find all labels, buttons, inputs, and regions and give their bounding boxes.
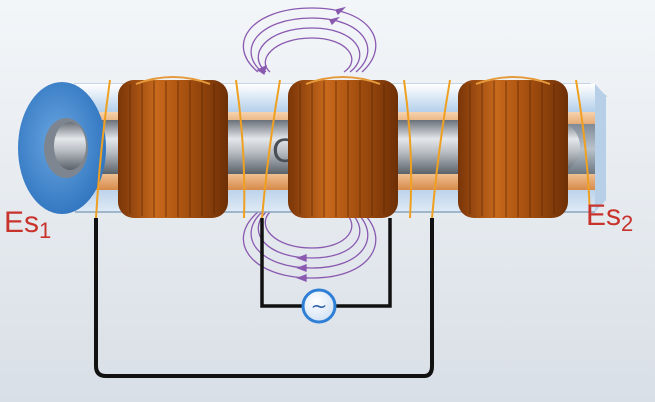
primary-circuit	[260, 218, 392, 308]
primary-coil	[118, 76, 228, 218]
secondary-coil-right	[458, 76, 568, 218]
label-es1: Es1	[4, 206, 51, 243]
left-end-cap	[18, 82, 106, 214]
label-es2-sub: 2	[621, 211, 633, 236]
label-es2: Es2	[586, 199, 633, 236]
coil-lead-wires	[95, 79, 591, 219]
label-es1-base: Es	[4, 206, 39, 239]
secondary-output-circuit	[94, 218, 434, 378]
secondary-coil-center	[288, 76, 398, 218]
label-es2-base: Es	[586, 199, 621, 232]
ac-source-symbol: ~	[311, 294, 328, 318]
lower-field-lines	[242, 211, 377, 282]
upper-field-lines	[242, 6, 377, 76]
ac-source: ~	[301, 288, 337, 324]
label-es1-sub: 1	[39, 218, 51, 243]
